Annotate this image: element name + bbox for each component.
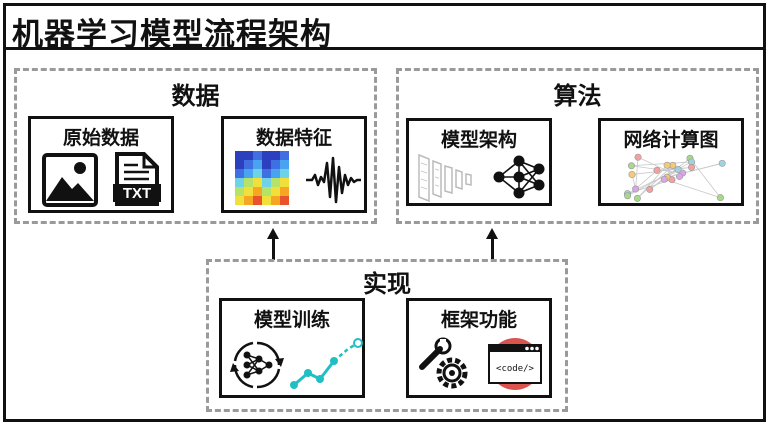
heatmap-cell	[280, 169, 289, 178]
graph-node	[632, 185, 640, 193]
algorithm-group-label: 算法	[553, 82, 602, 110]
page-title: 机器学习模型流程架构	[12, 17, 332, 53]
heatmap-cell	[253, 169, 262, 178]
raw-data-box: 原始数据 TXT	[28, 116, 174, 213]
outer-frame	[3, 3, 766, 422]
graph-edge	[656, 166, 692, 171]
graph-node	[688, 163, 696, 171]
heatmap-cell	[235, 196, 244, 205]
algorithm-group	[396, 68, 759, 224]
heatmap-cell	[280, 160, 289, 169]
graph-node	[676, 172, 684, 180]
computation-graph-icon	[623, 153, 726, 202]
image-icon	[42, 153, 98, 207]
heatmap-cell	[271, 160, 280, 169]
heatmap-cell	[253, 178, 262, 187]
model-architecture-label: 模型架构	[440, 129, 517, 151]
graph-node	[627, 162, 635, 170]
graph-edge	[635, 157, 639, 190]
graph-node	[660, 175, 668, 183]
graph-node	[718, 159, 726, 167]
txt-file-text: TXT	[123, 185, 151, 202]
loss-curve-icon	[290, 338, 363, 389]
heatmap-cell	[280, 151, 289, 160]
heatmap-cell	[244, 187, 253, 196]
graph-edge	[666, 162, 723, 178]
implementation-group-label: 实现	[363, 270, 411, 298]
graph-node	[628, 171, 636, 179]
framework-functions-box: 框架功能 <code/>	[406, 298, 552, 398]
graph-edge	[627, 170, 658, 197]
arrow-to-data-head	[267, 228, 279, 239]
graph-node	[674, 166, 682, 174]
heatmap-cell	[244, 169, 253, 178]
heatmap-cell	[271, 187, 280, 196]
model-training-label: 模型训练	[253, 309, 330, 331]
heatmap-cell	[262, 151, 271, 160]
wrench-gear-icon	[419, 337, 468, 389]
graph-node	[633, 194, 641, 202]
waveform-icon	[306, 156, 361, 204]
graph-edge	[637, 164, 668, 199]
arrow-to-algorithm-head	[486, 228, 498, 239]
heatmap-cell	[262, 187, 271, 196]
code-text: <code/>	[496, 364, 535, 374]
raw-data-label: 原始数据	[62, 127, 139, 149]
heatmap-cell	[253, 160, 262, 169]
neural-network-icon	[493, 155, 545, 199]
graph-node	[624, 192, 632, 200]
graph-node	[634, 153, 642, 161]
heatmap-icon	[235, 151, 289, 205]
heatmap-cell	[244, 196, 253, 205]
heatmap-cell	[235, 169, 244, 178]
graph-node	[653, 166, 661, 174]
heatmap-cell	[244, 160, 253, 169]
heatmap-cell	[271, 169, 280, 178]
heatmap-cell	[262, 169, 271, 178]
heatmap-cell	[235, 151, 244, 160]
data-group	[14, 68, 377, 224]
txt-file-icon: TXT	[113, 152, 161, 206]
model-training-box: 模型训练	[219, 298, 365, 398]
graph-node	[716, 194, 724, 202]
heatmap-cell	[280, 187, 289, 196]
computation-graph-label: 网络计算图	[623, 129, 719, 151]
heatmap-cell	[280, 178, 289, 187]
graph-node	[663, 161, 671, 169]
heatmap-cell	[280, 196, 289, 205]
graph-edge	[631, 161, 692, 167]
framework-functions-label: 框架功能	[440, 309, 517, 331]
heatmap-cell	[262, 178, 271, 187]
code-window-icon: <code/>	[488, 338, 542, 390]
heatmap-cell	[271, 178, 280, 187]
heatmap-cell	[253, 196, 262, 205]
heatmap-cell	[271, 151, 280, 160]
arrow-to-data	[272, 238, 275, 260]
data-features-box: 数据特征	[221, 116, 367, 213]
heatmap-cell	[244, 151, 253, 160]
layer-stack-icon	[418, 153, 472, 203]
arrow-to-algorithm	[491, 238, 494, 260]
heatmap-cell	[244, 178, 253, 187]
heatmap-cell	[235, 187, 244, 196]
heatmap-cell	[235, 178, 244, 187]
graph-node	[646, 185, 654, 193]
heatmap-cell	[235, 160, 244, 169]
title-bar: 机器学习模型流程架构	[3, 3, 766, 53]
heatmap-cell	[262, 160, 271, 169]
heatmap-cell	[253, 187, 262, 196]
model-architecture-box: 模型架构	[406, 118, 552, 206]
implementation-group	[206, 259, 568, 412]
heatmap-cell	[253, 151, 262, 160]
heatmap-cell	[271, 196, 280, 205]
graph-edge	[689, 158, 721, 198]
heatmap-cell	[262, 196, 271, 205]
training-cycle-icon	[230, 341, 284, 389]
computation-graph-box: 网络计算图	[598, 118, 744, 206]
data-group-label: 数据	[171, 82, 220, 110]
data-features-label: 数据特征	[255, 127, 332, 149]
